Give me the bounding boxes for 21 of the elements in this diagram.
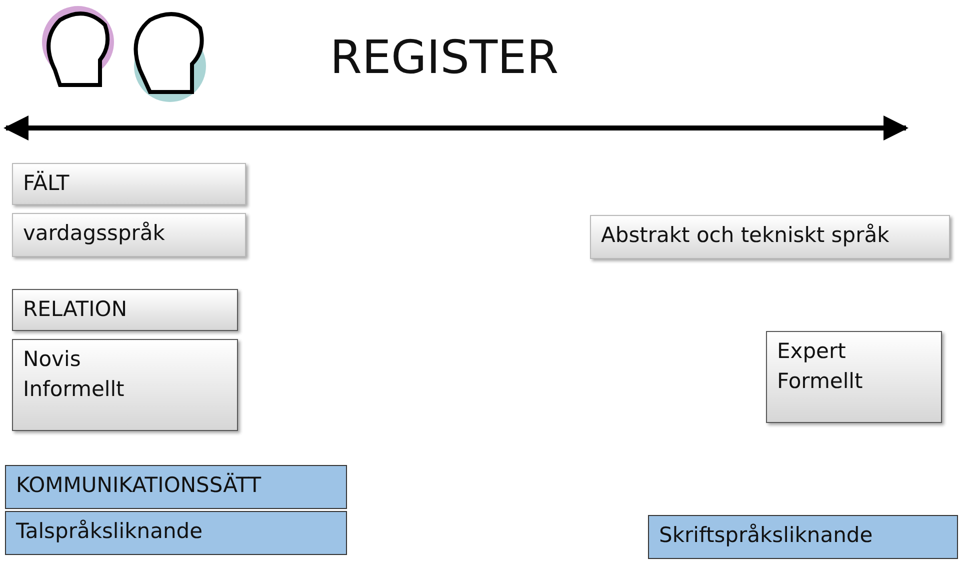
box-text: FÄLT [23, 170, 70, 197]
text-box [12, 289, 238, 331]
box-text: Talspråksliknande [16, 518, 204, 545]
box-text: Informellt [23, 376, 126, 404]
box-text: Abstrakt och tekniskt språk [601, 222, 890, 249]
box-text: Formellt [777, 368, 864, 396]
box-text: Skriftspråksliknande [659, 522, 874, 549]
text-box [5, 465, 347, 509]
text-box [12, 339, 238, 431]
text-box [648, 515, 958, 559]
text-box [12, 213, 246, 257]
box-text: Novis [23, 346, 82, 373]
box-text: vardagsspråk [23, 220, 166, 247]
box-text: Expert [777, 338, 847, 365]
text-box [590, 215, 950, 259]
box-text: RELATION [23, 296, 128, 323]
text-box [5, 511, 347, 555]
title: REGISTER [330, 30, 559, 84]
text-box [766, 331, 942, 423]
text-box [12, 163, 246, 205]
box-text: KOMMUNIKATIONSSÄTT [16, 472, 262, 499]
